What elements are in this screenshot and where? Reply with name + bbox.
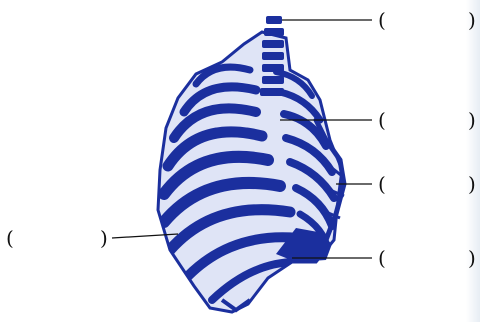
label-2-open: ( bbox=[378, 110, 386, 130]
label-1-close: ) bbox=[468, 10, 476, 30]
label-2-close: ) bbox=[468, 110, 476, 130]
edge-shading bbox=[466, 0, 480, 322]
label-3-open: ( bbox=[378, 174, 386, 194]
label-3-close: ) bbox=[468, 174, 476, 194]
label-1-open: ( bbox=[378, 10, 386, 30]
vertebra bbox=[262, 76, 284, 84]
vertebra-top bbox=[266, 16, 282, 24]
label-5-close: ) bbox=[100, 228, 108, 248]
vertebra bbox=[262, 40, 284, 48]
rib-cage-illustration bbox=[158, 16, 344, 312]
vertebra bbox=[262, 52, 284, 60]
label-4-close: ) bbox=[468, 248, 476, 268]
vertebra bbox=[264, 28, 284, 36]
label-5-open: ( bbox=[6, 228, 14, 248]
label-4-open: ( bbox=[378, 248, 386, 268]
